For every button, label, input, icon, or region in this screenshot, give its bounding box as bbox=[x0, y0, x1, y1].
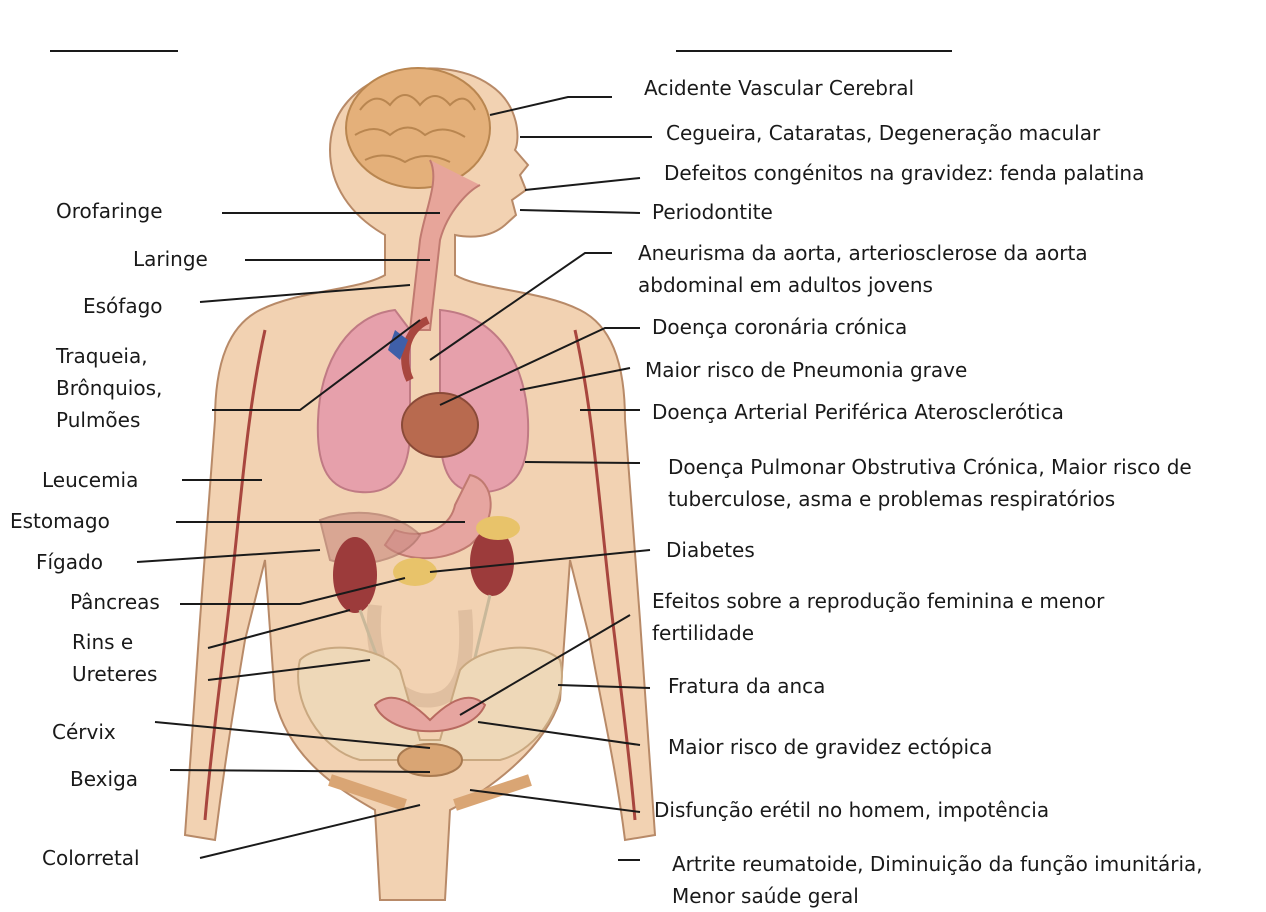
label-estomago: Estomago bbox=[10, 506, 110, 536]
leader-line-defeitos bbox=[525, 178, 640, 190]
label-reproducao-line-2: fertilidade bbox=[652, 617, 1104, 649]
label-cervix: Cérvix bbox=[52, 717, 116, 747]
label-rins-line-2: Ureteres bbox=[72, 658, 157, 690]
label-aneurisma: Aneurisma da aorta, arteriosclerose da a… bbox=[638, 237, 1088, 301]
adrenal bbox=[476, 516, 520, 540]
label-rins-line-1: Rins e bbox=[72, 626, 157, 658]
label-dpoc: Doença Pulmonar Obstrutiva Crónica, Maio… bbox=[668, 451, 1192, 515]
label-traqueia-line-2: Brônquios, bbox=[56, 372, 162, 404]
label-artrite-line-2: Menor saúde geral bbox=[672, 880, 1203, 912]
label-orofaringe: Orofaringe bbox=[56, 196, 163, 226]
label-anca: Fratura da anca bbox=[668, 671, 825, 701]
label-defeitos: Defeitos congénitos na gravidez: fenda p… bbox=[664, 158, 1144, 188]
label-periodontite: Periodontite bbox=[652, 197, 773, 227]
label-reproducao-line-1: Efeitos sobre a reprodução feminina e me… bbox=[652, 585, 1104, 617]
heart bbox=[402, 393, 478, 457]
left-kidney bbox=[333, 537, 377, 613]
label-arterial: Doença Arterial Periférica Ateroscleróti… bbox=[652, 397, 1064, 427]
label-artrite: Artrite reumatoide, Diminuição da função… bbox=[672, 848, 1203, 912]
label-rins: Rins e Ureteres bbox=[72, 626, 157, 690]
label-traqueia-line-1: Traqueia, bbox=[56, 340, 162, 372]
label-bexiga: Bexiga bbox=[70, 764, 138, 794]
label-dpoc-line-2: tuberculose, asma e problemas respiratór… bbox=[668, 483, 1192, 515]
leader-line-dpoc bbox=[525, 462, 640, 463]
label-figado: Fígado bbox=[36, 547, 103, 577]
label-ectopica: Maior risco de gravidez ectópica bbox=[668, 732, 992, 762]
label-colorretal: Colorretal bbox=[42, 843, 140, 873]
label-aneurisma-line-2: abdominal em adultos jovens bbox=[638, 269, 1088, 301]
label-leucemia: Leucemia bbox=[42, 465, 138, 495]
label-artrite-line-1: Artrite reumatoide, Diminuição da função… bbox=[672, 848, 1203, 880]
label-pancreas: Pâncreas bbox=[70, 587, 160, 617]
label-avc: Acidente Vascular Cerebral bbox=[644, 73, 914, 103]
label-reproducao: Efeitos sobre a reprodução feminina e me… bbox=[652, 585, 1104, 649]
label-esofago: Esófago bbox=[83, 291, 163, 321]
label-coronaria: Doença coronária crónica bbox=[652, 312, 907, 342]
label-diabetes: Diabetes bbox=[666, 535, 755, 565]
label-traqueia-line-3: Pulmões bbox=[56, 404, 162, 436]
label-laringe: Laringe bbox=[133, 244, 208, 274]
leader-line-periodontite bbox=[520, 210, 640, 213]
label-cegueira: Cegueira, Cataratas, Degeneração macular bbox=[666, 118, 1100, 148]
label-pneumonia: Maior risco de Pneumonia grave bbox=[645, 355, 967, 385]
brain bbox=[346, 68, 490, 188]
leader-line-eretil bbox=[470, 790, 640, 812]
label-traqueia: Traqueia, Brônquios, Pulmões bbox=[56, 340, 162, 436]
label-aneurisma-line-1: Aneurisma da aorta, arteriosclerose da a… bbox=[638, 237, 1088, 269]
label-eretil: Disfunção erétil no homem, impotência bbox=[654, 795, 1049, 825]
label-dpoc-line-1: Doença Pulmonar Obstrutiva Crónica, Maio… bbox=[668, 451, 1192, 483]
